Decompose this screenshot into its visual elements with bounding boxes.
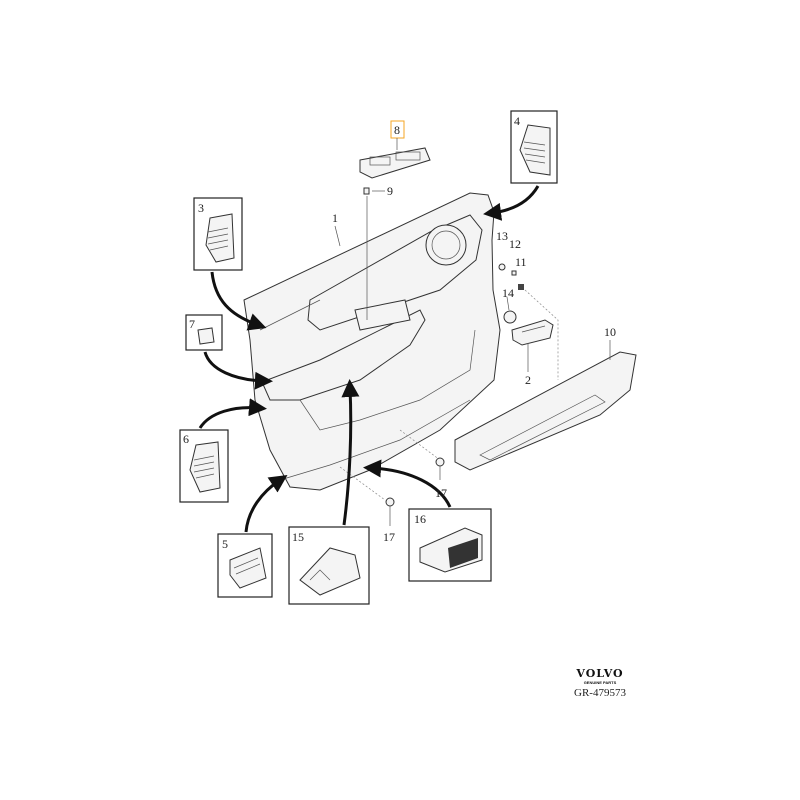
- callout-14[interactable]: 14: [502, 286, 514, 300]
- screw-part[interactable]: [363, 187, 370, 195]
- diagram-reference: GR-479573: [574, 687, 626, 699]
- clip-detail-box-7[interactable]: [185, 314, 223, 351]
- callout-6[interactable]: 6: [183, 432, 189, 446]
- callout-4[interactable]: 4: [514, 114, 520, 128]
- pointer-arrow: [363, 459, 452, 508]
- door-panel-part[interactable]: [243, 192, 501, 491]
- clip-part[interactable]: [518, 284, 524, 290]
- callout-9[interactable]: 9: [387, 184, 393, 198]
- inner-handle-part[interactable]: [511, 319, 554, 346]
- callout-12[interactable]: 12: [509, 237, 521, 251]
- pointer-arrow: [198, 398, 267, 429]
- clip-detail-box-5[interactable]: [217, 533, 273, 598]
- callout-16[interactable]: 16: [414, 512, 426, 526]
- pointer-arrow: [483, 185, 540, 221]
- callout-17[interactable]: 17: [383, 530, 395, 544]
- brand-tagline: GENUINE PARTS: [583, 680, 617, 685]
- plug-part[interactable]: [503, 310, 517, 324]
- clip-detail-box-6[interactable]: [179, 429, 229, 503]
- callout-3[interactable]: 3: [198, 201, 204, 215]
- bracket-detail-box-15[interactable]: [288, 526, 370, 605]
- callout-11[interactable]: 11: [515, 255, 527, 269]
- callout-8[interactable]: 8: [394, 123, 400, 137]
- pointer-arrow: [244, 475, 288, 533]
- screw-part[interactable]: [385, 497, 395, 526]
- window-switch-panel-part[interactable]: [359, 147, 431, 179]
- callout-17[interactable]: 17: [435, 486, 447, 500]
- callout-5[interactable]: 5: [222, 537, 228, 551]
- selected-callout-highlight: [390, 120, 405, 139]
- callout-13[interactable]: 13: [496, 229, 508, 243]
- callout-15[interactable]: 15: [292, 530, 304, 544]
- callout-7[interactable]: 7: [189, 317, 195, 331]
- screw-part[interactable]: [511, 270, 517, 276]
- brand-logo: VOLVO: [576, 667, 624, 680]
- callout-1[interactable]: 1: [332, 211, 338, 225]
- callout-10[interactable]: 10: [604, 325, 616, 339]
- switch-module-detail-box-16[interactable]: [408, 508, 492, 582]
- pointer-arrow: [210, 271, 267, 331]
- trim-strip-part[interactable]: [454, 351, 637, 471]
- clip-detail-box-3[interactable]: [193, 197, 243, 271]
- nut-part[interactable]: [498, 263, 506, 271]
- pointer-arrow: [341, 379, 360, 526]
- clip-detail-box-4[interactable]: [510, 110, 558, 184]
- pointer-arrow: [203, 351, 273, 390]
- footer: VOLVO GENUINE PARTS GR-479573: [560, 667, 640, 699]
- screw-part[interactable]: [435, 457, 445, 480]
- callout-2[interactable]: 2: [525, 373, 531, 387]
